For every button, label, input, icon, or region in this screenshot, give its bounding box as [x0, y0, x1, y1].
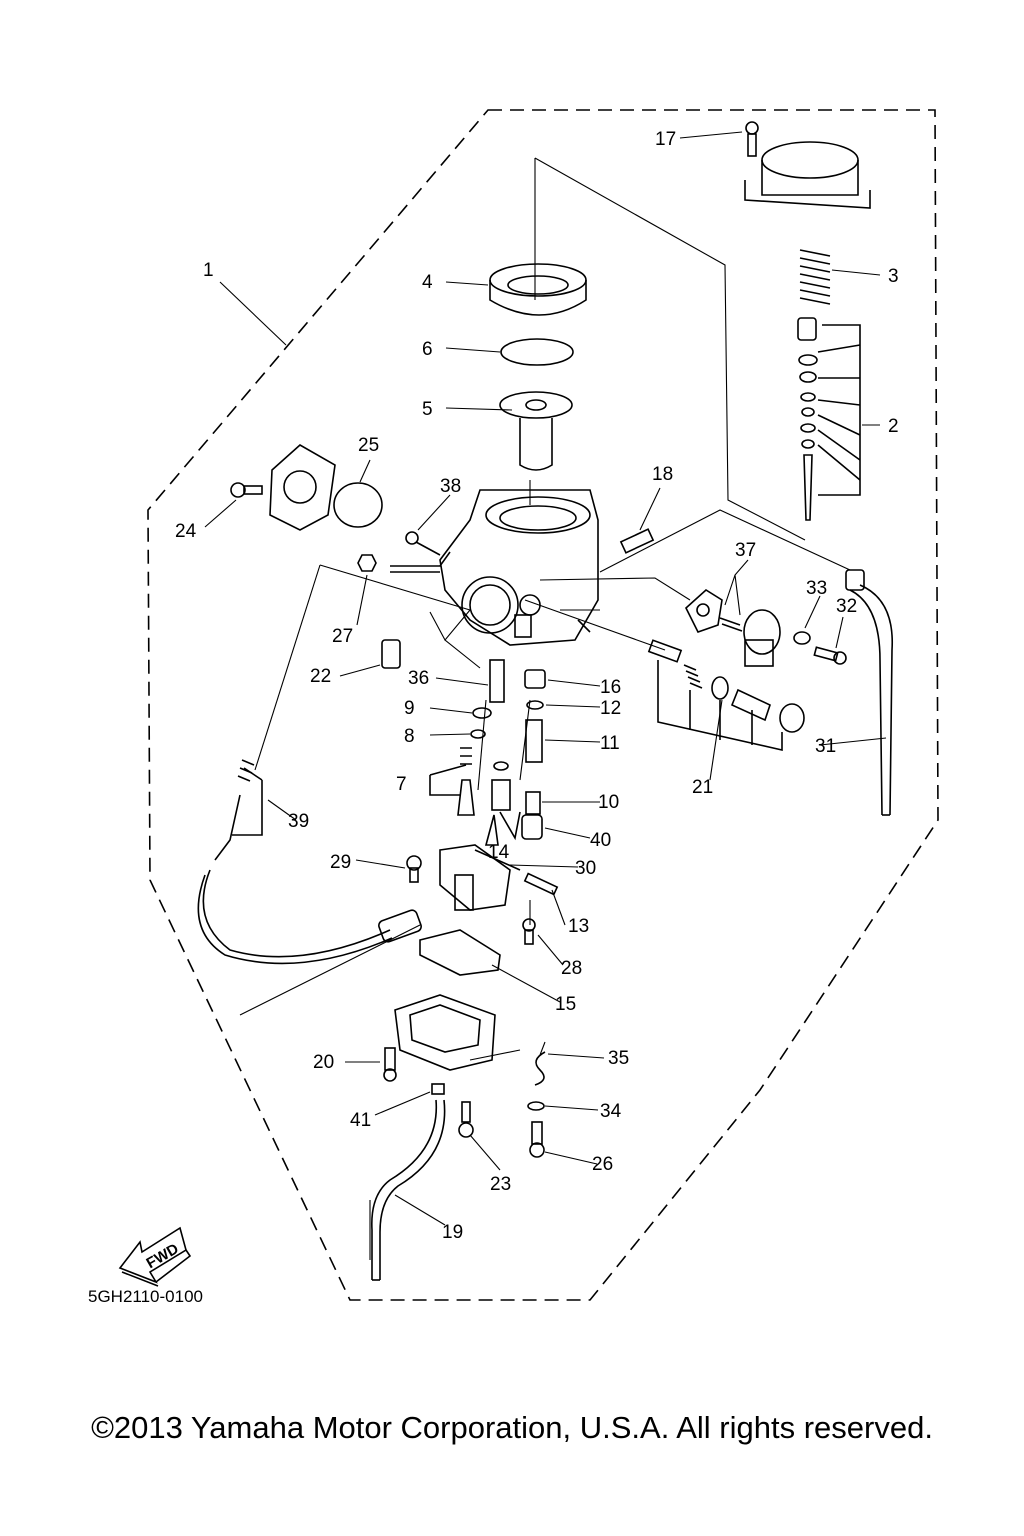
part-37-plate [685, 589, 743, 633]
part-23-screw [458, 1101, 474, 1138]
callout-12: 12 [600, 698, 621, 719]
part-32-screw [813, 646, 847, 665]
copyright-notice: ©2013 Yamaha Motor Corporation, U.S.A. A… [91, 1410, 933, 1445]
part-5-piston [499, 391, 573, 471]
callout-18: 18 [652, 464, 673, 485]
part-39-cable [197, 759, 422, 965]
callout-33: 33 [806, 578, 827, 599]
callout-11: 11 [600, 733, 620, 754]
callout-31: 31 [815, 736, 836, 757]
callout-38: 38 [440, 476, 461, 497]
part-plate [269, 444, 336, 531]
callout-35: 35 [608, 1048, 629, 1069]
part-choke-housing [743, 609, 781, 667]
callout-36: 36 [408, 668, 429, 689]
callout-6: 6 [422, 339, 433, 360]
part-22-cap [381, 639, 401, 669]
part-26-screw [529, 1121, 545, 1158]
part-30-float [439, 844, 521, 911]
callout-26: 26 [592, 1154, 613, 1175]
callout-4: 4 [422, 272, 433, 293]
part-16-main-jet [524, 669, 546, 689]
carburetor-body [439, 489, 599, 646]
part-8-washer [470, 729, 486, 739]
part-4-diaphragm [489, 263, 587, 316]
part-31-hose [845, 569, 894, 816]
part-cap-cover [744, 141, 871, 209]
callout-27: 27 [332, 626, 353, 647]
reference-lines [239, 157, 851, 1260]
part-12-o-ring [526, 700, 544, 710]
part-14-pilot-jet [484, 761, 521, 846]
part-9-o-ring [472, 707, 492, 719]
part-19-hose [371, 1099, 446, 1281]
callout-7: 7 [396, 774, 407, 795]
callout-28: 28 [561, 958, 582, 979]
part-24-screw [230, 482, 263, 498]
callout-40: 40 [590, 830, 611, 851]
callout-37: 37 [735, 540, 756, 561]
callout-30: 30 [575, 858, 596, 879]
assembly-boundary [147, 109, 939, 1301]
callout-13: 13 [568, 916, 589, 937]
float-bowl [394, 994, 496, 1071]
callout-3: 3 [888, 266, 899, 287]
part-34-washer [527, 1101, 545, 1111]
part-36-jet-holder [489, 659, 505, 703]
callout-1: 1 [203, 260, 214, 281]
part-33-clip [793, 631, 811, 645]
part-20-screw [383, 1047, 397, 1082]
callout-20: 20 [313, 1052, 334, 1073]
callout-10: 10 [598, 792, 619, 813]
part-28-screw [522, 918, 536, 945]
part-27-nut [357, 554, 377, 572]
part-3-spring [799, 249, 831, 305]
callout-21: 21 [692, 777, 713, 798]
callout-9: 9 [404, 698, 415, 719]
part-18-fitting [619, 528, 655, 554]
callout-32: 32 [836, 596, 857, 617]
part-35-clip [534, 1051, 546, 1086]
part-41-clamp [431, 1083, 445, 1095]
callout-23: 23 [490, 1174, 511, 1195]
callout-29: 29 [330, 852, 351, 873]
callout-8: 8 [404, 726, 415, 747]
callout-14: 14 [488, 842, 510, 863]
callout-17: 17 [655, 129, 676, 150]
callout-15: 15 [555, 994, 576, 1015]
callout-24: 24 [175, 521, 197, 542]
callout-41: 41 [350, 1110, 371, 1131]
callout-34: 34 [600, 1101, 622, 1122]
part-6-o-ring [500, 338, 574, 366]
part-15-gasket [419, 929, 501, 976]
part-7-needle-valve [429, 747, 475, 816]
callout-25: 25 [358, 435, 379, 456]
part-25-gasket [333, 482, 383, 528]
callout-leaders [204, 131, 887, 1226]
callout-2: 2 [888, 416, 899, 437]
forward-arrow-icon [118, 1226, 192, 1287]
part-40-cap [521, 814, 543, 840]
part-fuel-nipple [390, 551, 451, 573]
part-2-needle-set [797, 317, 861, 521]
diagram-code: 5GH2110-0100 [88, 1287, 203, 1306]
part-38-screw [405, 531, 441, 556]
callout-16: 16 [600, 677, 621, 698]
callout-39: 39 [288, 811, 309, 832]
part-10-screw [525, 791, 541, 815]
callout-19: 19 [442, 1222, 463, 1243]
part-17-screw [745, 121, 759, 157]
part-21-stop-screw-set [647, 639, 805, 752]
part-11-needle-jet [525, 719, 543, 763]
part-29-screw [406, 855, 422, 883]
callout-22: 22 [310, 666, 331, 687]
callout-5: 5 [422, 399, 433, 420]
part-13-pin [523, 872, 559, 896]
